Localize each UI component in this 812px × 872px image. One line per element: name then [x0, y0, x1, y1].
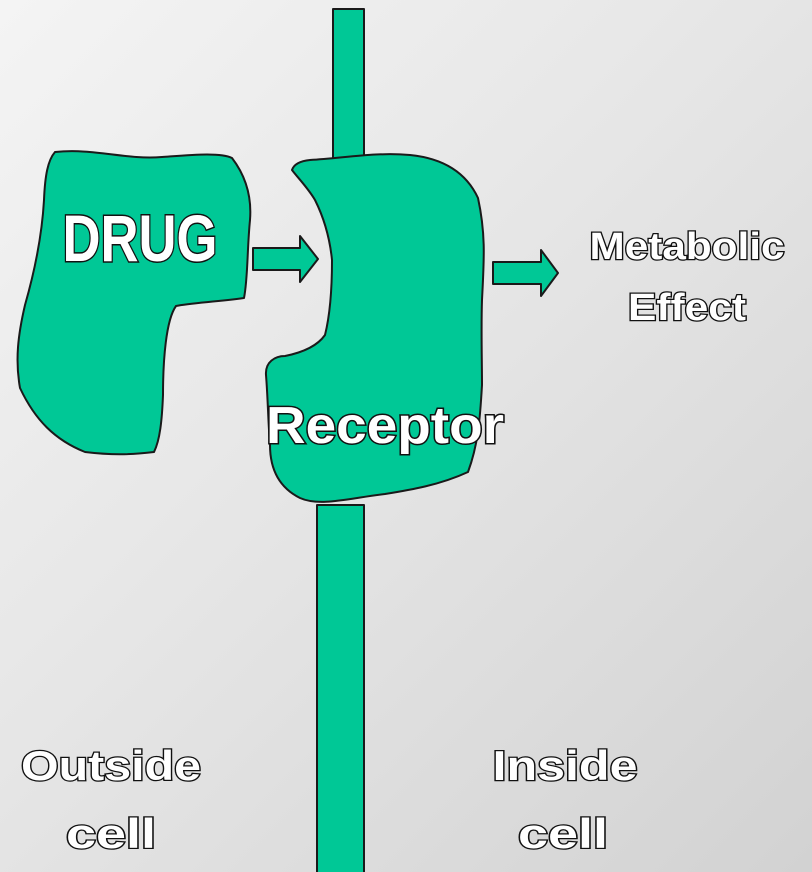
outside-cell-label-line2: cell	[66, 810, 156, 857]
cell-membrane-upper	[333, 9, 364, 159]
metabolic-effect-label-line2: Effect	[628, 287, 746, 329]
receptor-label: Receptor	[266, 397, 504, 455]
outside-cell-label-line1: Outside	[21, 742, 201, 789]
drug-shape	[18, 151, 251, 454]
inside-cell-label-line2: cell	[518, 810, 608, 857]
arrow-receptor-to-effect	[493, 250, 558, 296]
arrow-drug-to-receptor	[253, 236, 318, 282]
metabolic-effect-label-line1: Metabolic	[590, 226, 785, 268]
cell-membrane-lower	[317, 505, 364, 872]
inside-cell-label-line1: Inside	[493, 742, 638, 789]
drug-label: DRUG	[63, 201, 218, 275]
